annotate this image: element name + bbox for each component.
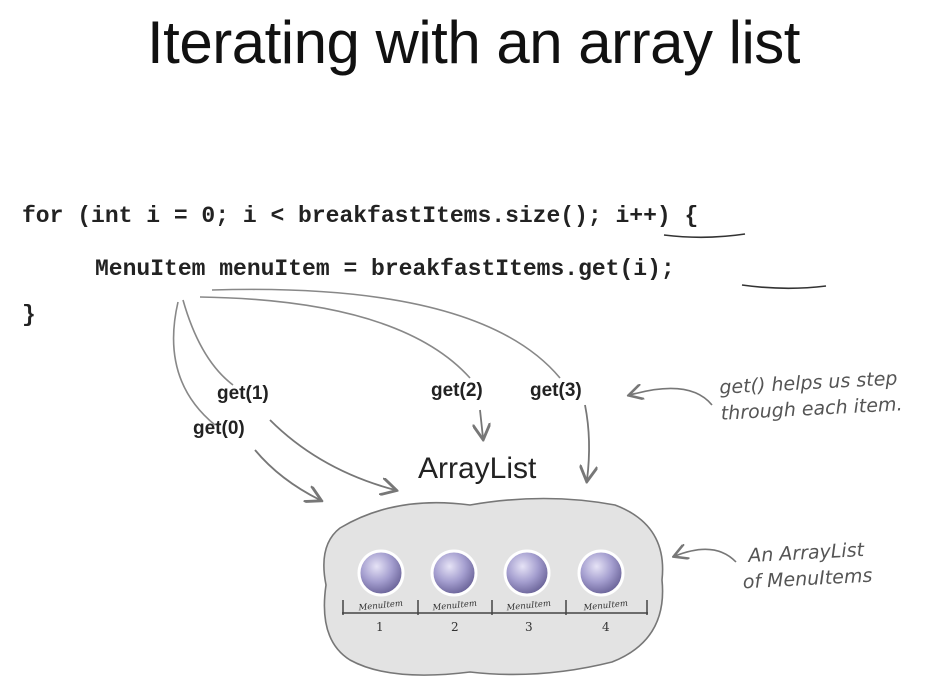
note-get-explanation: get() helps us step through each item. xyxy=(719,365,903,426)
curve-get0 xyxy=(172,301,216,426)
arrow-get2 xyxy=(480,409,483,438)
note-arraylist-arrow xyxy=(675,549,737,563)
code-line-close-brace: } xyxy=(22,302,36,328)
arrow-get0 xyxy=(254,449,320,500)
note-arraylist-explanation: An ArrayList of MenuItems xyxy=(741,537,873,596)
curve-get1 xyxy=(182,299,234,386)
label-get1: get(1) xyxy=(217,383,269,404)
menuitem-ball-2 xyxy=(430,549,478,597)
menuitem-ball-4 xyxy=(577,549,625,597)
curve-get3 xyxy=(211,288,561,379)
arrow-get1 xyxy=(269,419,395,490)
curve-get2 xyxy=(199,296,471,379)
arraylist-blob xyxy=(323,497,664,676)
label-get2: get(2) xyxy=(431,380,483,401)
code-line-for-loop: for (int i = 0; i < breakfastItems.size(… xyxy=(22,203,699,229)
iteration-curves xyxy=(172,288,561,426)
slot-number-1: 1 xyxy=(376,620,384,634)
slot-label-1: MenuItem xyxy=(357,599,403,614)
iteration-arrows xyxy=(254,404,589,500)
slot-number-4: 4 xyxy=(602,620,610,634)
label-get0: get(0) xyxy=(193,418,245,439)
label-get3: get(3) xyxy=(530,380,582,401)
arraylist-heading: ArrayList xyxy=(418,452,537,485)
slide-title: Iterating with an array list xyxy=(147,9,800,76)
slot-label-4: MenuItem xyxy=(582,599,628,614)
size-underline xyxy=(663,233,746,239)
slot-label-2: MenuItem xyxy=(431,599,477,614)
note-get-arrow xyxy=(630,388,713,406)
get-underline xyxy=(741,284,827,290)
code-line-get-item: MenuItem menuItem = breakfastItems.get(i… xyxy=(95,256,675,282)
slot-number-2: 2 xyxy=(451,620,459,634)
menuitem-ball-1 xyxy=(357,549,405,597)
slot-number-3: 3 xyxy=(525,620,533,634)
slot-label-3: MenuItem xyxy=(505,599,551,614)
arrow-get3 xyxy=(585,404,589,480)
menuitem-ball-3 xyxy=(503,549,551,597)
